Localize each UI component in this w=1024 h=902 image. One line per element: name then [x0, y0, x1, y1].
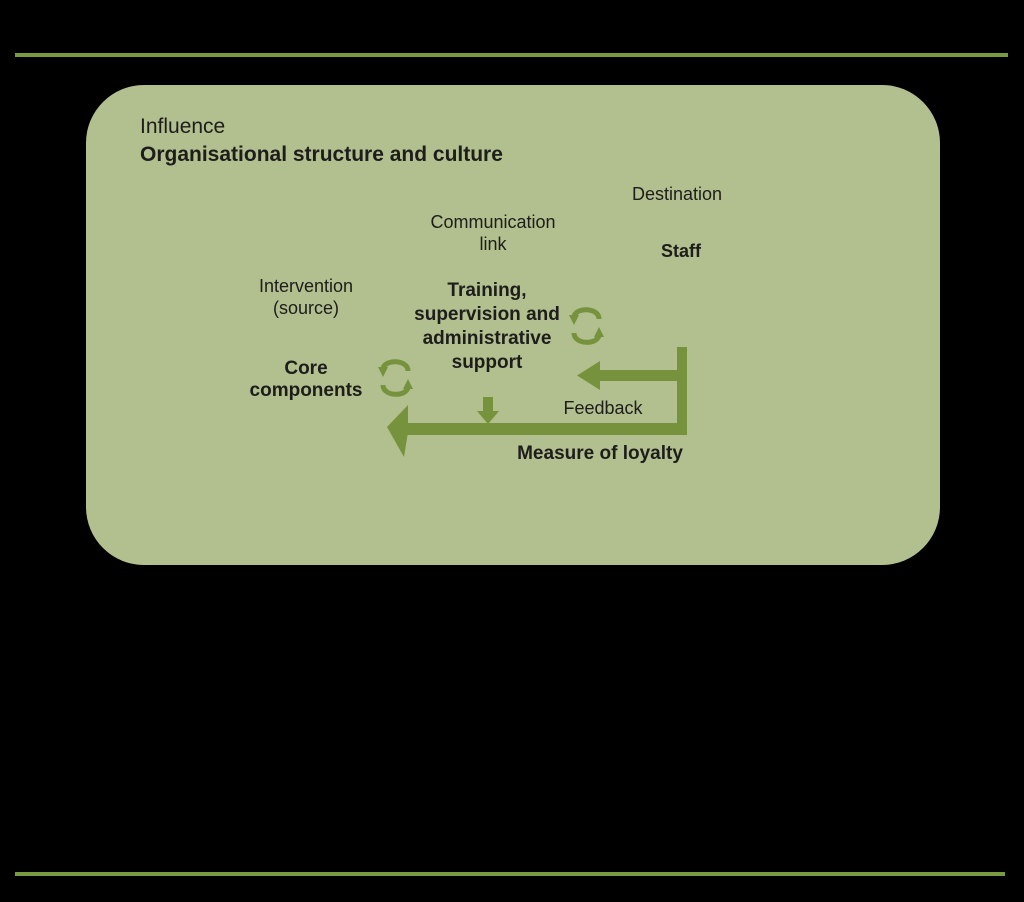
training-supervision-label: Training, supervision and administrative… [414, 280, 560, 373]
panel-title: Organisational structure and culture [140, 143, 503, 166]
influence-label: Influence [140, 115, 226, 138]
communication-link-label: Communication link [430, 212, 556, 254]
organisational-structure-panel [86, 85, 940, 565]
intervention-source-label: Intervention (source) [258, 276, 354, 318]
feedback-label: Feedback [563, 398, 643, 418]
core-components-label: Core components [249, 358, 363, 402]
measure-of-loyalty-label: Measure of loyalty [517, 443, 683, 464]
destination-label: Destination [631, 184, 723, 204]
top-divider-line [15, 53, 1008, 57]
staff-label: Staff [661, 241, 701, 261]
bottom-divider-line [15, 872, 1005, 876]
